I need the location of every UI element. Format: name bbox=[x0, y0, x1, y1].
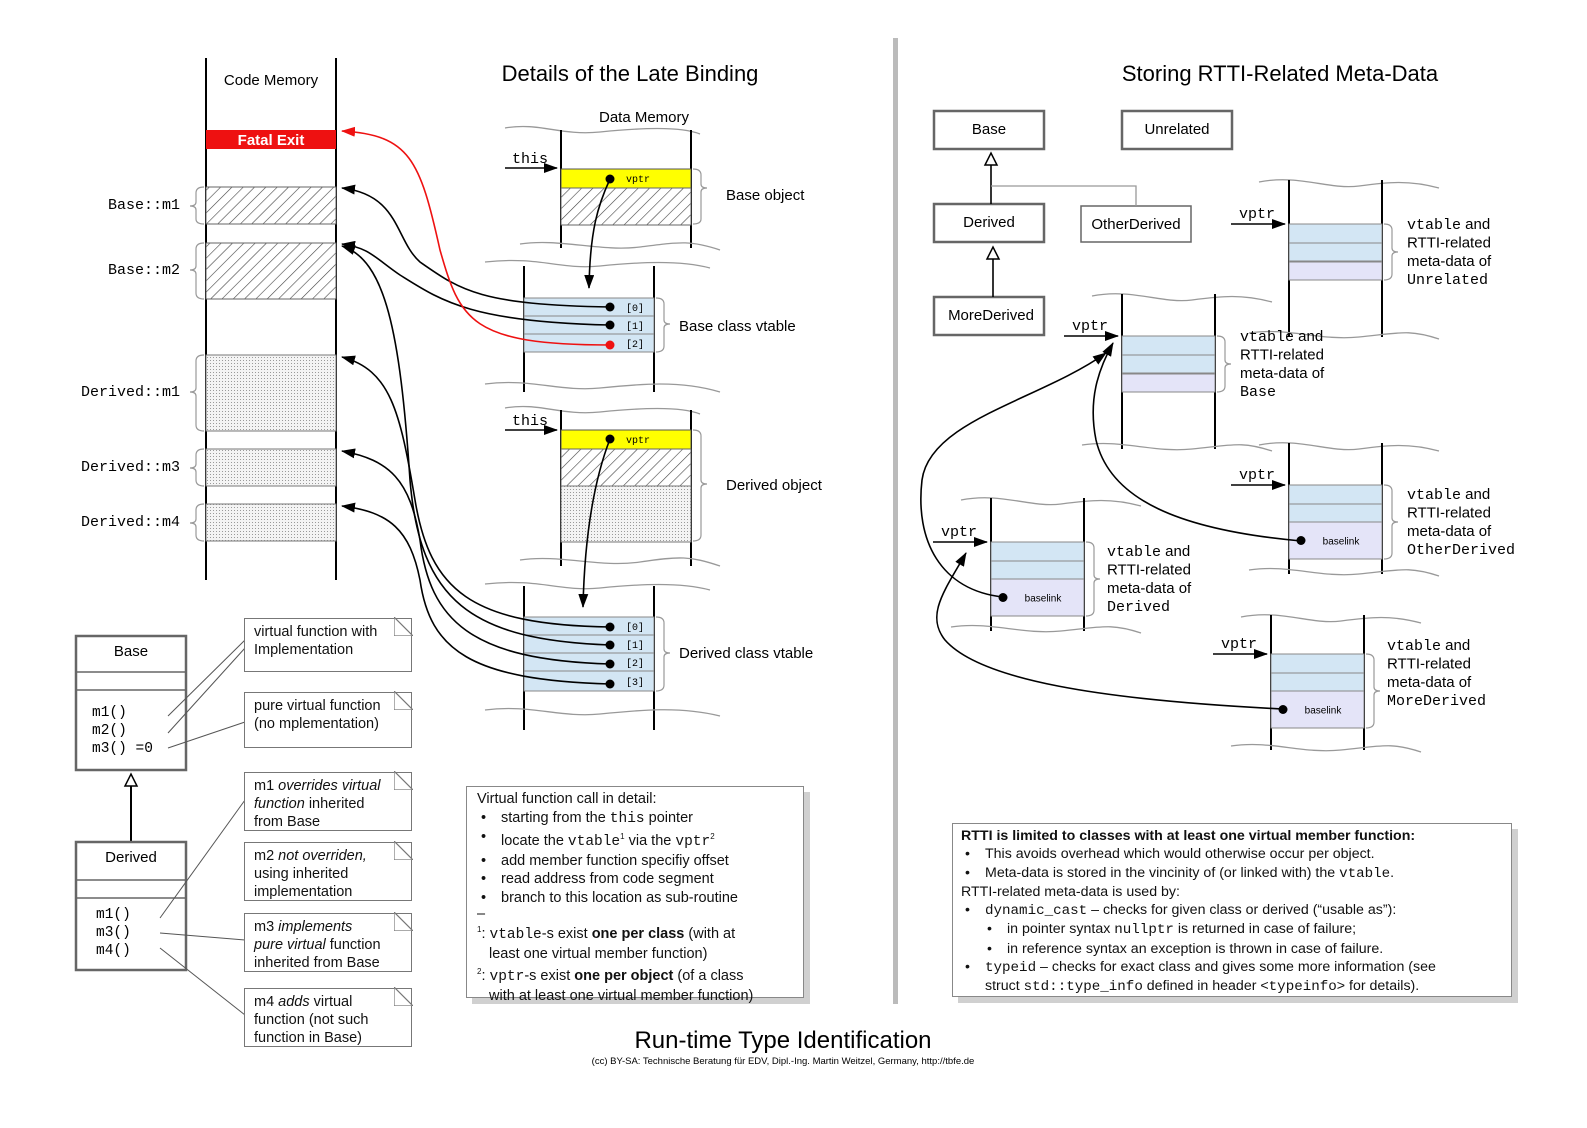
this-label-1: this bbox=[512, 151, 548, 168]
data-memory: Data Memory vptr Base object this [0] [1… bbox=[341, 109, 823, 730]
uml-right: Base Unrelated Derived OtherDerived More… bbox=[932, 109, 1234, 337]
base-object-label: Base object bbox=[726, 187, 805, 204]
heading-late-binding: Details of the Late Binding bbox=[502, 61, 759, 86]
rtti-desc-line: RTTI-related bbox=[1387, 655, 1471, 672]
uml-base-m3: m3() =0 bbox=[92, 741, 153, 757]
uml-base-m2: m2() bbox=[92, 723, 127, 739]
note-virtual-impl: virtual function with Implementation bbox=[244, 617, 413, 672]
base-vptr-label: vptr bbox=[626, 175, 650, 186]
derived-object-label: Derived object bbox=[726, 477, 823, 494]
this-label-2: this bbox=[512, 413, 548, 430]
code-memory: Code Memory Fatal Exit Base::m1 Base::m2… bbox=[81, 58, 337, 580]
rtti-desc-line: Base bbox=[1240, 384, 1276, 401]
note-m2-not-overriden: m2 not overriden, using inherited implem… bbox=[244, 841, 413, 901]
rtti-desc-line: meta-data of bbox=[1107, 580, 1192, 597]
footer-credit: (cc) BY-SA: Technische Beratung für EDV,… bbox=[592, 1056, 975, 1067]
fatal-exit-block bbox=[206, 130, 336, 149]
baselink-dot bbox=[1278, 705, 1288, 714]
center-divider bbox=[893, 38, 898, 1004]
note-pure-virtual: pure virtual function (no mplementation) bbox=[244, 691, 413, 748]
rt-unrelated-box: Unrelated bbox=[1144, 121, 1209, 138]
rtti-desc-line: vtable and bbox=[1107, 543, 1190, 561]
code-memory-title: Code Memory bbox=[224, 72, 319, 89]
derived-m4-code bbox=[205, 503, 337, 542]
rtti-desc-line: Derived bbox=[1107, 599, 1170, 616]
base-object-data bbox=[560, 187, 692, 226]
baselink-arrow bbox=[935, 552, 1284, 710]
svg-text:vptr: vptr bbox=[626, 436, 650, 447]
rt-morederived-box: MoreDerived bbox=[948, 307, 1034, 324]
vptr-label: vptr bbox=[1239, 467, 1275, 484]
baselink-label: baselink bbox=[1305, 706, 1343, 717]
note-m4-adds: m4 adds virtual function (not such funct… bbox=[244, 987, 413, 1047]
rtti-desc-line: Unrelated bbox=[1407, 272, 1488, 289]
uml-base-name: Base bbox=[114, 643, 148, 660]
vptr-label: vptr bbox=[1239, 206, 1275, 223]
vptr-label: vptr bbox=[1221, 636, 1257, 653]
derived-slot-1: [1] bbox=[626, 640, 644, 652]
derived-vtable-label: Derived class vtable bbox=[679, 645, 813, 662]
label-derived-m1: Derived::m1 bbox=[81, 384, 180, 401]
base-slot-1: [1] bbox=[626, 321, 644, 333]
label-base-m1: Base::m1 bbox=[108, 197, 180, 214]
label-derived-m4: Derived::m4 bbox=[81, 514, 180, 531]
rtti-desc-line: RTTI-related bbox=[1240, 346, 1324, 363]
rtti-desc-line: RTTI-related bbox=[1407, 234, 1491, 251]
rtti-desc-line: vtable and bbox=[1240, 328, 1323, 346]
rt-otherderived-box: OtherDerived bbox=[1091, 216, 1180, 233]
note-m1-overrides: m1 overrides virtual function inherited … bbox=[244, 771, 413, 831]
rt-derived-box: Derived bbox=[963, 214, 1015, 231]
rtti-desc-line: meta-data of bbox=[1407, 253, 1492, 270]
uml-base-m1: m1() bbox=[92, 705, 127, 721]
vptr-label: vptr bbox=[1072, 318, 1108, 335]
uml-derived-m4: m4() bbox=[96, 943, 131, 959]
uml-derived-name: Derived bbox=[105, 849, 157, 866]
rtti-desc-line: vtable and bbox=[1407, 486, 1490, 504]
rtti-desc-line: RTTI-related bbox=[1107, 561, 1191, 578]
heading-rtti-meta: Storing RTTI-Related Meta-Data bbox=[1122, 61, 1439, 86]
fatal-exit-label: Fatal Exit bbox=[238, 132, 305, 149]
rtti-desc-line: RTTI-related bbox=[1407, 504, 1491, 521]
rtti-desc-line: meta-data of bbox=[1407, 523, 1492, 540]
rtti-desc-line: vtable and bbox=[1387, 637, 1470, 655]
derived-slot-0: [0] bbox=[626, 622, 644, 634]
base-vtable-label: Base class vtable bbox=[679, 318, 796, 335]
base-m1-code bbox=[205, 186, 337, 225]
derived-m1-code bbox=[205, 354, 337, 432]
rtti-desc-line: MoreDerived bbox=[1387, 693, 1486, 710]
vptr-label: vptr bbox=[941, 524, 977, 541]
base-m2-code bbox=[205, 242, 337, 300]
uml-derived-m3: m3() bbox=[96, 925, 131, 941]
uml-derived-m1: m1() bbox=[96, 907, 131, 923]
rtti-info-box: RTTI is limited to classes with at least… bbox=[952, 823, 1512, 997]
note-m3-implements: m3 implements pure virtual function inhe… bbox=[244, 912, 413, 972]
call-detail-box: Virtual function call in detail: startin… bbox=[466, 786, 804, 1004]
uml-left: Base m1() m2() m3() =0 Derived m1() m3()… bbox=[74, 634, 246, 1016]
baselink-label: baselink bbox=[1025, 594, 1063, 605]
rtti-desc-line: meta-data of bbox=[1240, 365, 1325, 382]
rt-base-box: Base bbox=[972, 121, 1006, 138]
baselink-label: baselink bbox=[1323, 537, 1361, 548]
derived-m3-code bbox=[205, 448, 337, 487]
baselink-arrow bbox=[1092, 342, 1302, 542]
baselink-dot bbox=[998, 593, 1008, 602]
footer-title: Run-time Type Identification bbox=[634, 1027, 931, 1054]
base-slot-0: [0] bbox=[626, 303, 644, 315]
data-memory-title: Data Memory bbox=[599, 109, 690, 126]
base-slot-2: [2] bbox=[626, 339, 644, 351]
rtti-desc-line: vtable and bbox=[1407, 216, 1490, 234]
derived-slot-2: [2] bbox=[626, 658, 644, 670]
rtti-desc-line: OtherDerived bbox=[1407, 542, 1515, 559]
label-base-m2: Base::m2 bbox=[108, 262, 180, 279]
rtti-desc-line: meta-data of bbox=[1387, 674, 1472, 691]
derived-slot-3: [3] bbox=[626, 677, 644, 689]
label-derived-m3: Derived::m3 bbox=[81, 459, 180, 476]
